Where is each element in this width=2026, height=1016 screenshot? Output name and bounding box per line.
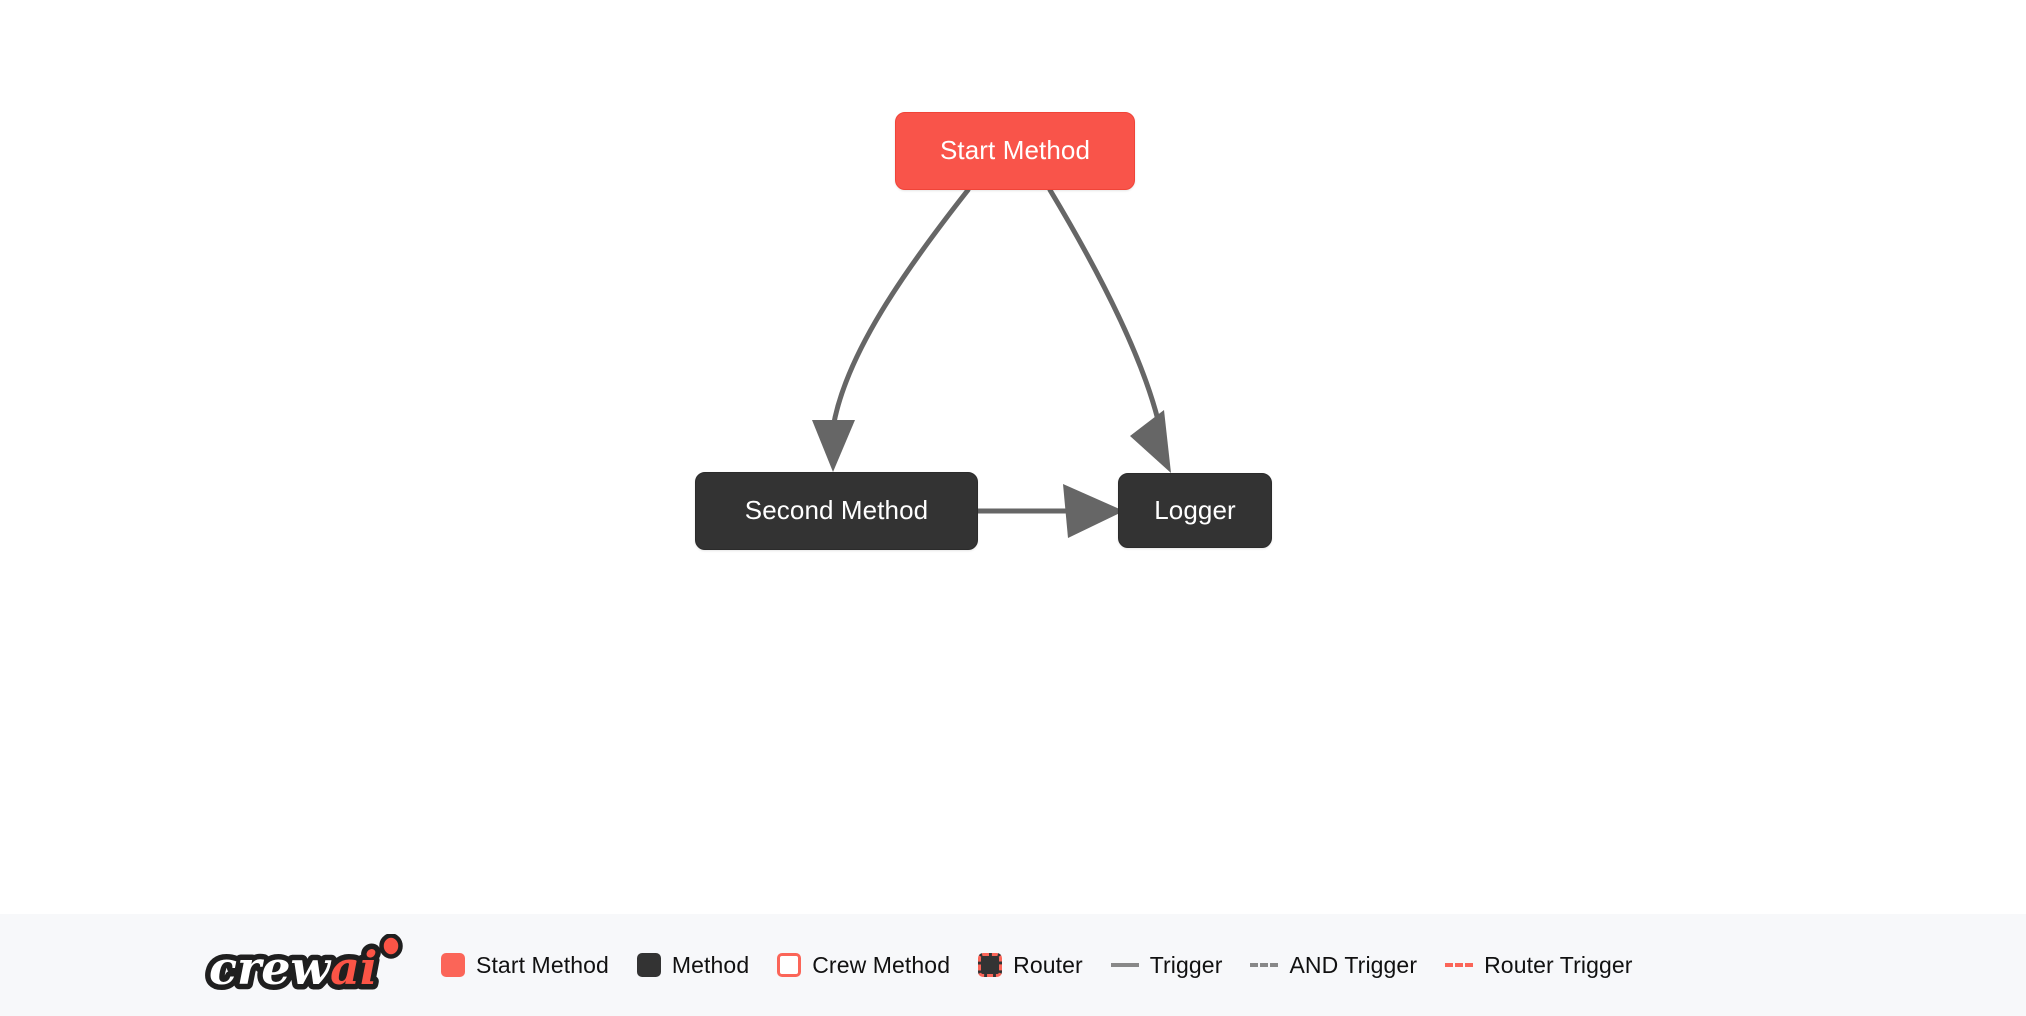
legend-item-label: Router <box>1013 951 1083 978</box>
legend-item-label: Router Trigger <box>1484 951 1633 978</box>
legend-item-label: Method <box>671 951 750 978</box>
edge-start-to-second-method <box>812 187 971 472</box>
flow-node-label: Logger <box>1154 494 1236 525</box>
edge-second-method-to-logger <box>978 484 1124 538</box>
flow-node-start-method[interactable]: Start Method <box>895 112 1135 190</box>
crewai-logo-accent: ai <box>330 941 377 995</box>
trigger-line-icon <box>1110 962 1139 967</box>
crewai-logo-outline: crewai <box>209 941 377 995</box>
legend-item-and-trigger[interactable]: AND Trigger <box>1250 951 1418 978</box>
start-method-swatch-icon <box>441 953 465 977</box>
flow-node-label: Second Method <box>744 495 929 525</box>
flow-canvas[interactable]: Start Method Second Method Logger <box>0 0 2026 914</box>
legend-item-label: Start Method <box>476 951 609 978</box>
flow-node-second-method[interactable]: Second Method <box>695 472 978 550</box>
method-swatch-icon <box>636 953 661 977</box>
flow-node-label: Start Method <box>939 135 1091 165</box>
crewai-logo-wordmark: crewai <box>209 941 377 995</box>
legend-item-label: AND Trigger <box>1289 951 1418 978</box>
legend-items: Start Method Method Crew Method Router T… <box>441 953 1633 977</box>
legend-item-start-method[interactable]: Start Method <box>441 953 609 977</box>
legend-item-method[interactable]: Method <box>636 951 750 978</box>
edge-layer <box>812 187 1171 538</box>
legend-item-router[interactable]: Router <box>978 953 1083 977</box>
legend-item-crew-method[interactable]: Crew Method <box>777 953 950 977</box>
legend-item-trigger[interactable]: Trigger <box>1110 951 1223 978</box>
legend-item-label: Trigger <box>1149 951 1223 978</box>
legend-item-router-trigger[interactable]: Router Trigger <box>1445 951 1633 978</box>
and-trigger-line-icon <box>1250 962 1279 967</box>
router-swatch-icon <box>978 953 1003 977</box>
crew-method-swatch-icon <box>777 953 802 977</box>
legend-item-label: Crew Method <box>812 951 951 978</box>
router-trigger-line-icon <box>1445 962 1474 967</box>
flow-node-logger[interactable]: Logger <box>1118 473 1272 548</box>
edge-start-to-logger <box>1047 187 1171 473</box>
